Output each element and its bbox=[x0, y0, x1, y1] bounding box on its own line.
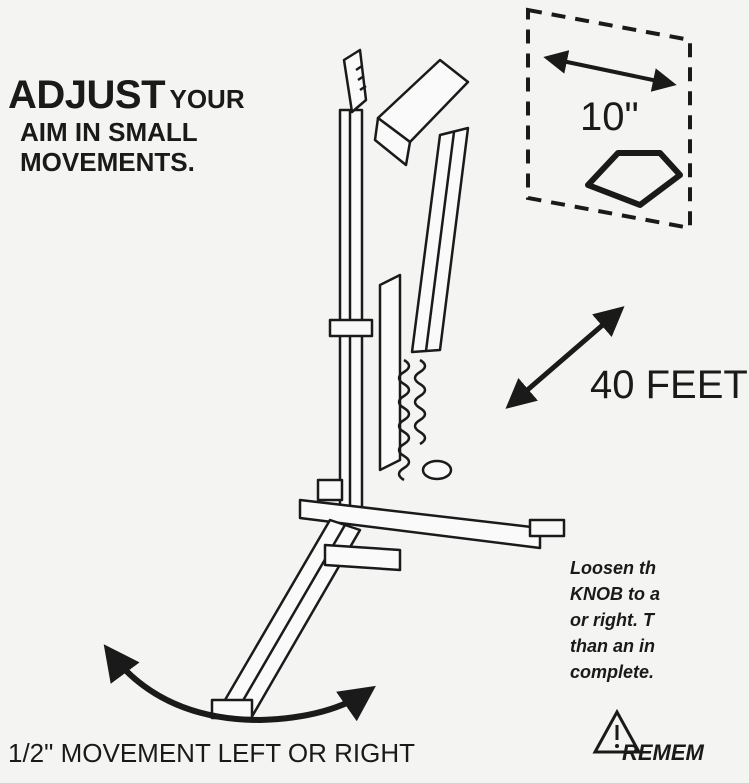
instructions-text: Loosen th KNOB to a or right. T than an … bbox=[570, 555, 749, 685]
headline-your: YOUR bbox=[169, 84, 245, 114]
instruction-line: KNOB to a bbox=[570, 584, 660, 605]
home-plate-icon bbox=[585, 150, 683, 208]
headline: ADJUST YOUR AIM IN SMALL MOVEMENTS. bbox=[8, 72, 308, 178]
pitching-machine-illustration bbox=[210, 48, 566, 722]
double-arrow-icon bbox=[543, 50, 677, 92]
distance-arrow-icon bbox=[505, 306, 625, 409]
headline-line2: AIM IN SMALL bbox=[20, 117, 198, 147]
instruction-line: or right. T bbox=[570, 610, 654, 631]
warning-text: REMEM bbox=[622, 740, 704, 765]
headline-adjust: ADJUST bbox=[8, 73, 166, 117]
headline-line3: MOVEMENTS. bbox=[20, 146, 195, 177]
distance-label: 40 FEET bbox=[590, 363, 748, 407]
instruction-line: Loosen th bbox=[570, 558, 656, 578]
instruction-line: than an in bbox=[570, 636, 655, 657]
curved-arrow-icon bbox=[103, 644, 376, 724]
movement-caption: 1/2" MOVEMENT LEFT OR RIGHT bbox=[8, 738, 415, 768]
warning-triangle-icon bbox=[592, 708, 642, 754]
instruction-line: complete. bbox=[570, 662, 655, 683]
target-width-label: 10" bbox=[580, 95, 639, 139]
strike-zone-box bbox=[526, 7, 692, 231]
